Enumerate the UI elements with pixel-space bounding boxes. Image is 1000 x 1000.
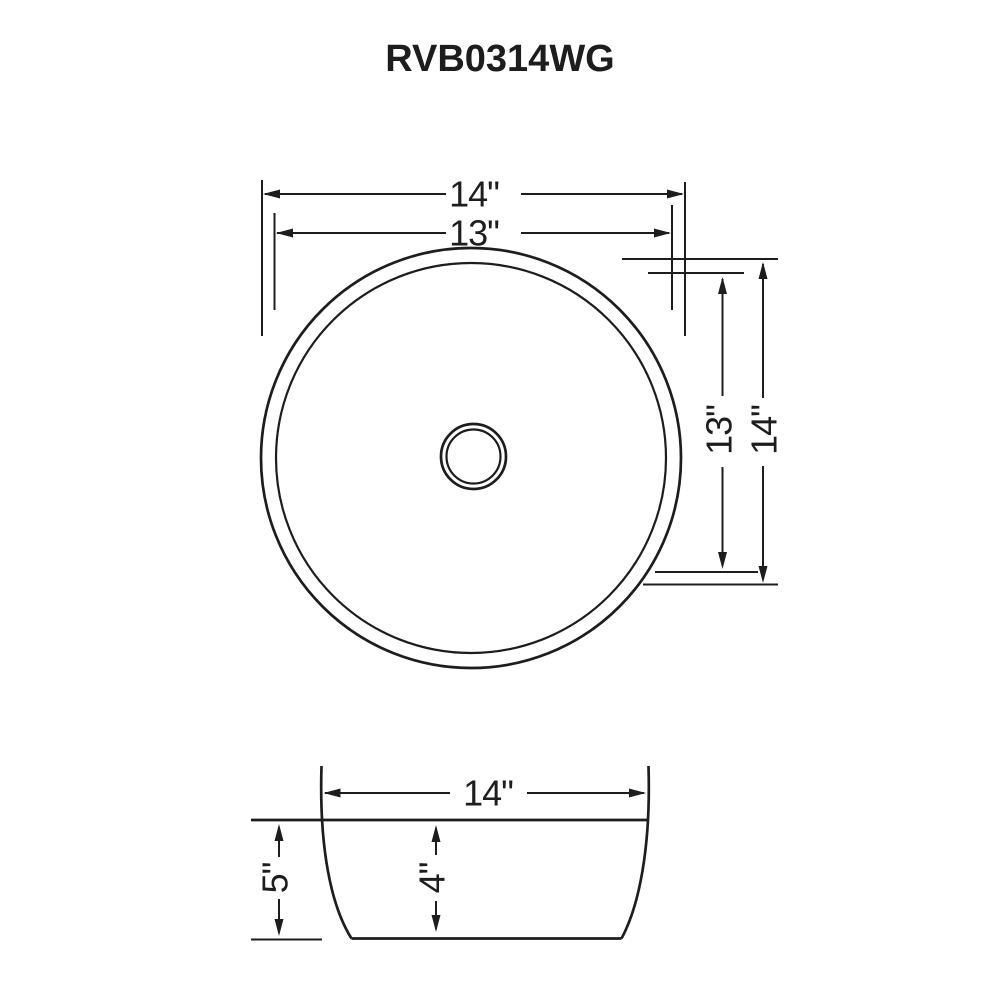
- arrowhead-left-icon: [263, 189, 280, 199]
- dim-label-right-outer-height: 14": [744, 405, 785, 455]
- top-view: [259, 246, 683, 670]
- basin-outer-rim-circle: [259, 246, 683, 670]
- dim-label-side-width: 14": [463, 773, 513, 814]
- arrowhead-right-icon: [667, 189, 684, 199]
- right-profile-curve: [620, 765, 651, 940]
- arrowhead-up-icon: [718, 277, 727, 294]
- top-width-dimensions: 14" 13": [261, 174, 686, 336]
- drawing-title: RVB0314WG: [385, 38, 615, 80]
- arrowhead-right-icon: [654, 228, 671, 238]
- arrowhead-up-icon: [431, 825, 441, 842]
- dim-label-side-basin-depth: 4": [412, 862, 453, 893]
- drain-inner-circle: [445, 428, 502, 485]
- arrowhead-right-icon: [629, 788, 646, 798]
- arrowhead-down-icon: [274, 919, 284, 936]
- dim-label-top-outer-width: 14": [449, 174, 499, 215]
- arrowhead-up-icon: [758, 262, 768, 279]
- arrowhead-down-icon: [758, 566, 768, 583]
- basin-inner-rim-circle: [274, 261, 668, 655]
- dim-label-side-overall-height: 5": [255, 862, 296, 893]
- arrowhead-down-icon: [431, 915, 441, 932]
- arrowhead-down-icon: [718, 552, 727, 569]
- left-profile-curve: [319, 765, 353, 940]
- drain-outer-circle: [439, 422, 508, 491]
- arrowhead-left-icon: [276, 228, 293, 238]
- arrowhead-left-icon: [323, 788, 341, 798]
- dim-label-right-inner-height: 13": [699, 405, 740, 455]
- top-height-dimensions: 13" 14": [622, 258, 785, 586]
- side-view-dimensions: 14" 5" 4": [255, 773, 646, 936]
- side-view: [251, 765, 651, 941]
- dim-label-top-inner-width: 13": [449, 213, 499, 254]
- arrowhead-up-icon: [274, 824, 284, 841]
